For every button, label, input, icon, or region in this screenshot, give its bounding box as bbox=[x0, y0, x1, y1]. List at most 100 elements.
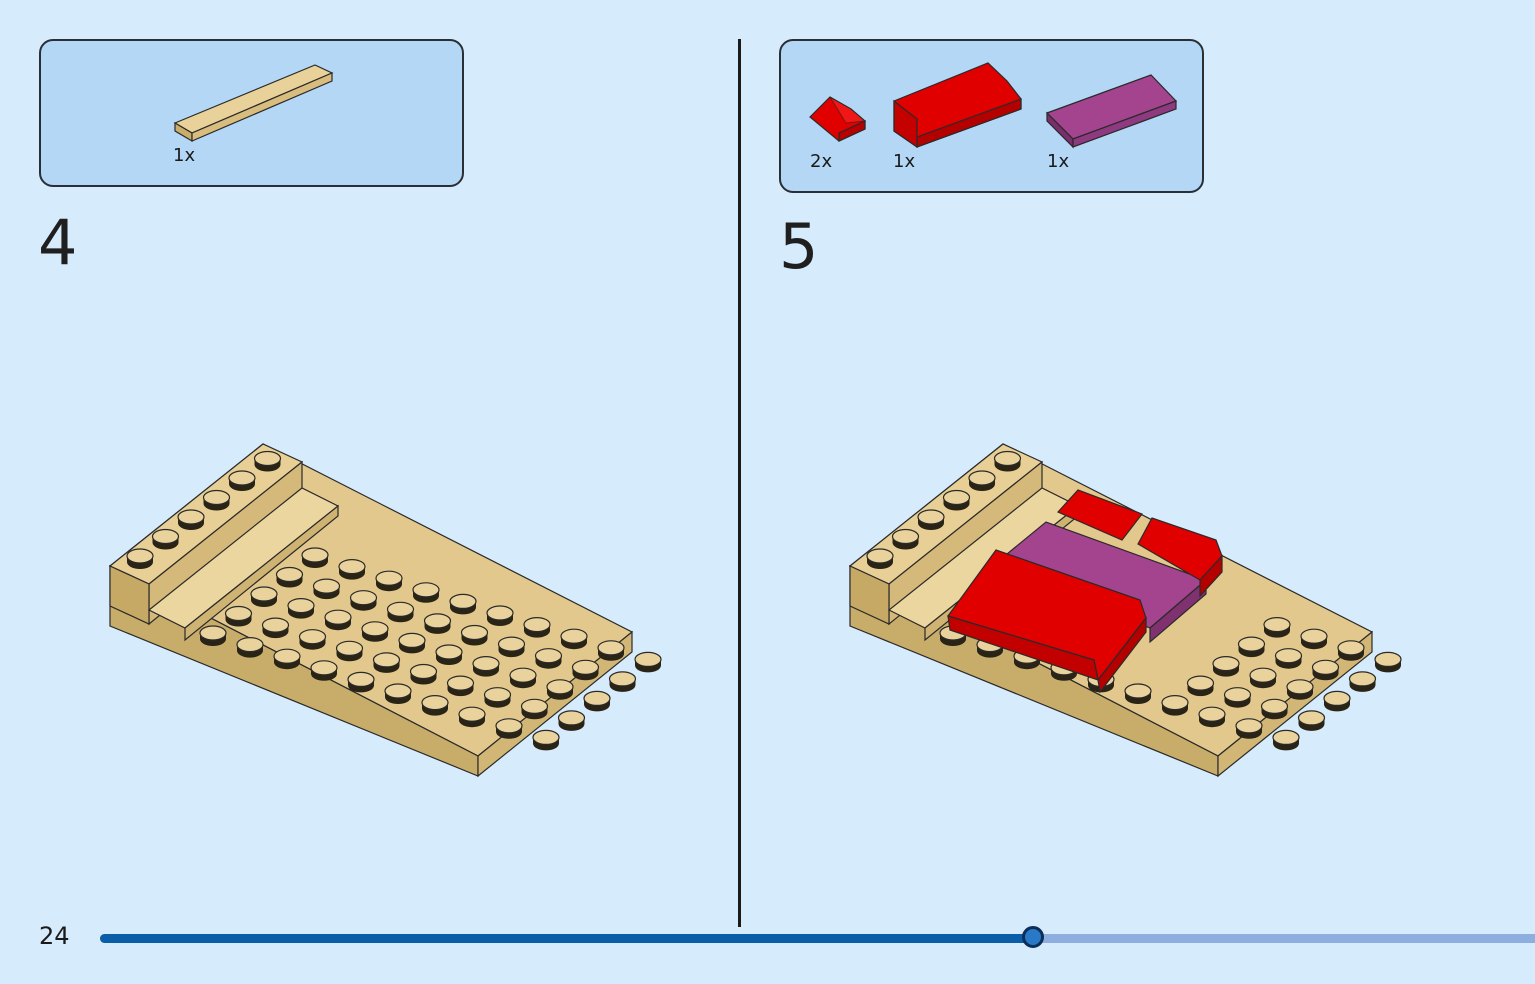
stud bbox=[1337, 640, 1365, 661]
stud bbox=[253, 450, 282, 472]
stud bbox=[1249, 667, 1277, 689]
stud bbox=[335, 640, 364, 662]
stud bbox=[1186, 675, 1215, 697]
stud bbox=[608, 671, 637, 692]
stud bbox=[275, 566, 304, 588]
stud bbox=[372, 652, 401, 673]
stud bbox=[177, 509, 205, 530]
stud bbox=[202, 489, 231, 511]
progress-knob bbox=[1021, 926, 1044, 948]
stud bbox=[1235, 718, 1263, 739]
stud bbox=[557, 710, 586, 731]
stud bbox=[942, 489, 971, 511]
stud bbox=[1272, 729, 1300, 751]
stud bbox=[534, 648, 563, 669]
stud bbox=[520, 698, 549, 720]
part-quantity: 1x bbox=[173, 145, 196, 166]
stud bbox=[126, 548, 154, 569]
stud bbox=[546, 679, 574, 700]
stud bbox=[1212, 655, 1240, 677]
stud bbox=[273, 648, 301, 670]
stud bbox=[917, 509, 945, 530]
stud bbox=[412, 582, 440, 603]
stud bbox=[1297, 710, 1326, 731]
stud-group bbox=[126, 450, 662, 751]
stud bbox=[1286, 679, 1314, 700]
stud bbox=[312, 578, 341, 600]
stud-group bbox=[866, 450, 1402, 751]
stud bbox=[199, 625, 227, 646]
stud bbox=[349, 590, 378, 611]
tan-tile-part-icon bbox=[173, 64, 334, 143]
stud bbox=[891, 528, 920, 550]
stud bbox=[1237, 636, 1266, 658]
progress-bar bbox=[100, 926, 1535, 948]
stud bbox=[386, 601, 415, 623]
stud bbox=[458, 706, 486, 728]
stud bbox=[287, 597, 315, 619]
stud bbox=[460, 624, 489, 646]
part-quantity: 1x bbox=[1047, 151, 1070, 172]
stud bbox=[435, 644, 463, 665]
parts-callout-step-4: 1x bbox=[39, 39, 464, 187]
stud bbox=[421, 694, 449, 716]
stud bbox=[347, 671, 375, 693]
stud bbox=[236, 636, 264, 658]
stud bbox=[449, 593, 477, 615]
progress-bar-fill bbox=[100, 934, 1033, 943]
stud bbox=[968, 470, 996, 491]
stud bbox=[1260, 698, 1289, 720]
stud bbox=[509, 667, 537, 689]
stud bbox=[228, 470, 256, 491]
step-number: 4 bbox=[38, 206, 78, 279]
stud bbox=[583, 690, 611, 712]
stud bbox=[560, 628, 588, 650]
step-number: 5 bbox=[779, 210, 819, 283]
red-slope-large-part-icon bbox=[893, 62, 1022, 149]
stud bbox=[532, 729, 560, 751]
stud bbox=[298, 629, 327, 650]
stud bbox=[361, 621, 389, 642]
stud bbox=[495, 718, 523, 739]
stud bbox=[1161, 694, 1189, 716]
stud bbox=[1263, 616, 1291, 638]
stud bbox=[151, 528, 180, 550]
magenta-tile-part-icon bbox=[1045, 74, 1178, 149]
stud bbox=[1274, 648, 1303, 669]
stud bbox=[1300, 628, 1328, 650]
stud bbox=[423, 613, 452, 634]
stud bbox=[446, 675, 475, 697]
stud bbox=[324, 609, 352, 631]
stud bbox=[384, 683, 412, 704]
parts-callout-step-5: 2x 1x 1x bbox=[779, 39, 1204, 193]
stud bbox=[486, 605, 514, 626]
stud bbox=[224, 605, 253, 627]
stud bbox=[375, 570, 403, 592]
stud bbox=[1348, 671, 1377, 692]
red-slope-small-part-icon bbox=[809, 96, 867, 142]
stud bbox=[1323, 690, 1351, 712]
stud bbox=[301, 547, 329, 568]
stud bbox=[597, 640, 625, 661]
stud bbox=[497, 636, 526, 658]
stud bbox=[250, 586, 278, 607]
stud bbox=[483, 687, 512, 708]
stud bbox=[338, 558, 366, 580]
stud bbox=[993, 450, 1022, 472]
stud bbox=[571, 659, 600, 681]
stud bbox=[634, 651, 662, 673]
part-quantity: 1x bbox=[893, 151, 916, 172]
stud bbox=[1223, 687, 1252, 708]
page-number: 24 bbox=[39, 922, 70, 950]
part-quantity: 2x bbox=[810, 151, 833, 172]
step-divider bbox=[738, 39, 741, 927]
stud bbox=[1198, 706, 1226, 728]
stud bbox=[409, 663, 438, 685]
stud bbox=[1374, 651, 1402, 673]
stud bbox=[261, 617, 290, 639]
stud bbox=[310, 660, 338, 681]
stud bbox=[472, 655, 500, 677]
stud bbox=[1311, 659, 1340, 681]
